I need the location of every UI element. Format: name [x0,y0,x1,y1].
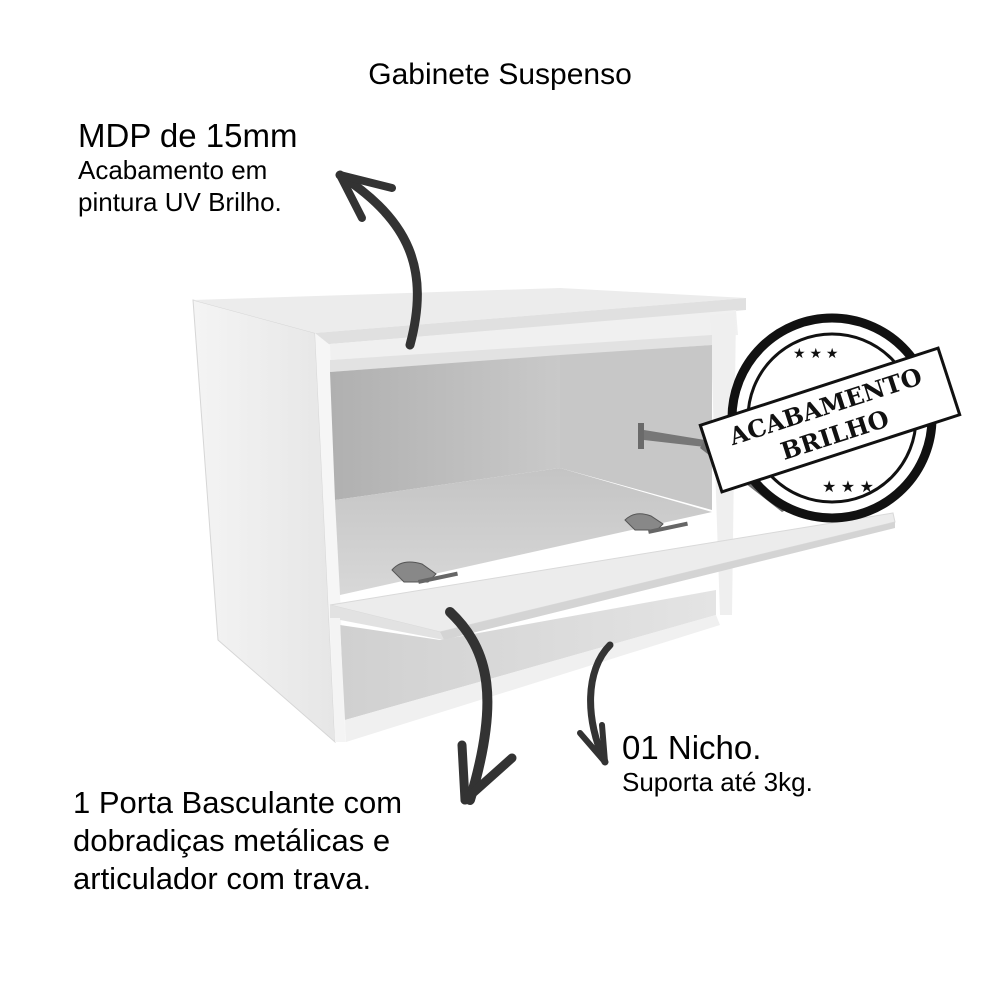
cabinet-interior-upper [330,335,712,595]
flap-door [329,512,896,640]
arrow-to-door-text-icon [445,607,517,805]
page-title: Gabinete Suspenso [368,58,632,91]
niche-annotation: 01 Nicho. Suporta até 3kg. [622,730,813,798]
niche-heading: 01 Nicho. [622,729,762,766]
material-annotation: MDP de 15mm Acabamento em pintura UV Bri… [78,118,297,218]
stars-bottom-icon: ★ ★ ★ [822,479,874,496]
material-heading: MDP de 15mm [78,117,298,154]
cabinet-left-side [192,299,336,744]
hinge-left [391,561,458,584]
stars-top-icon: ★ ★ ★ [793,345,838,361]
arrow-to-top-icon [335,170,422,350]
niche-compartment [330,590,720,742]
material-line-1: Acabamento em [78,155,268,185]
finish-stamp-badge: ★ ★ ★ ★ ★ ★ ACABAMENTO BRILHO [698,313,962,523]
door-line-1: 1 Porta Basculante com [73,785,403,820]
door-line-3: articulador com trava. [73,861,372,896]
door-line-2: dobradiças metálicas e [73,823,391,858]
material-line-2: pintura UV Brilho. [78,187,282,217]
hinge-right [624,513,688,534]
niche-line: Suporta até 3kg. [622,767,813,797]
door-annotation: 1 Porta Basculante com dobradiças metáli… [73,784,402,898]
cabinet-top [193,288,746,345]
arrow-to-niche-text-icon [577,641,614,766]
